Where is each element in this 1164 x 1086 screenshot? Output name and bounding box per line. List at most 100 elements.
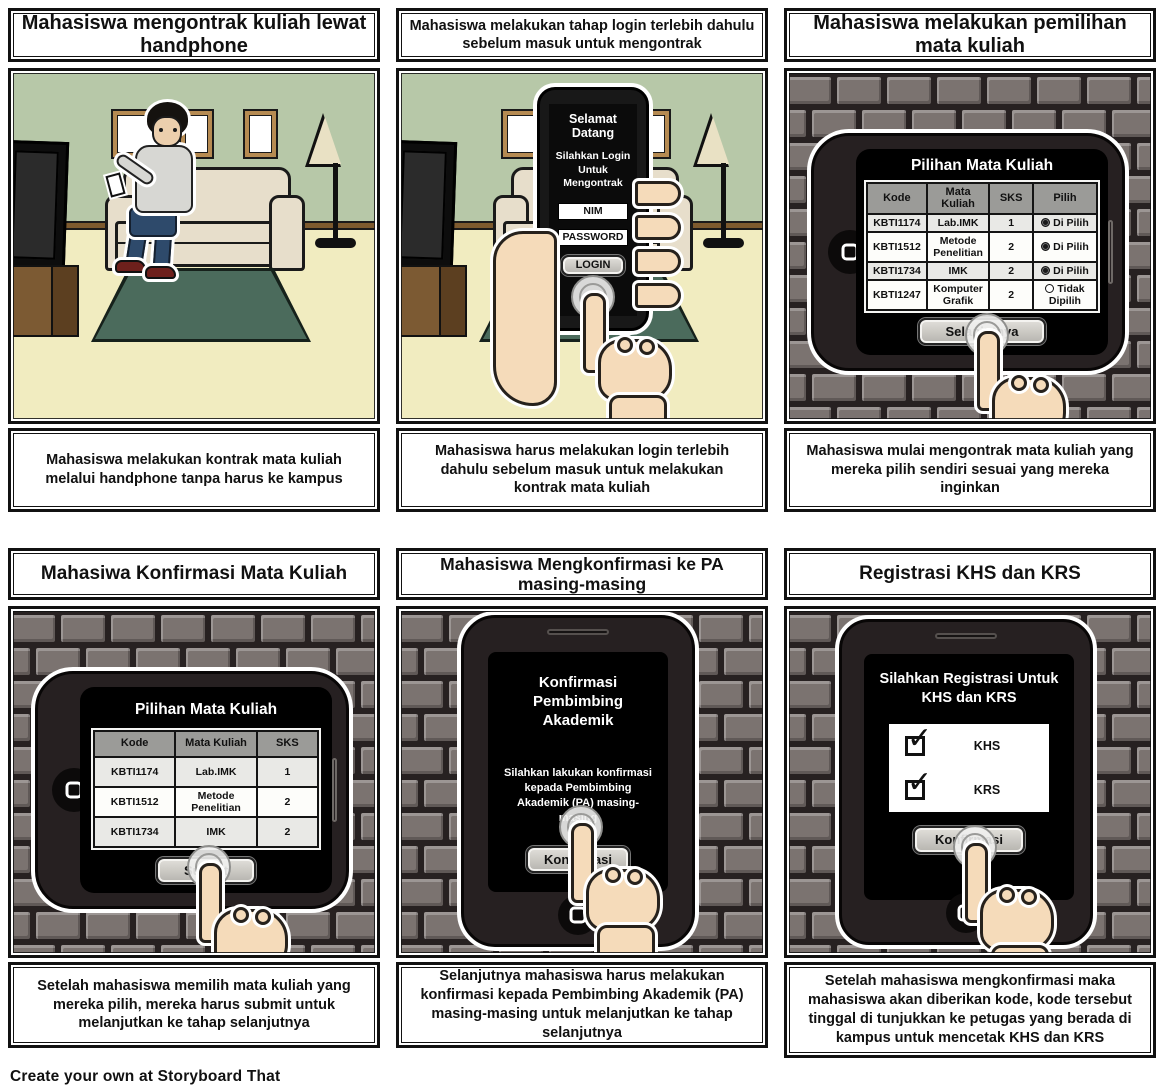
volume-slot	[1108, 220, 1113, 284]
pointing-hand	[553, 823, 673, 955]
table-row: KBTI1512 Metode Penelitian 2 Di Pilih	[866, 230, 1099, 264]
password-field[interactable]: PASSWORD	[557, 228, 629, 246]
panel-6-description: Setelah mahasiswa mengkonfirmasi maka ma…	[784, 962, 1156, 1058]
holding-hand-fingers	[399, 71, 765, 421]
panel-4-scene: Pilihan Mata Kuliah Kode Mata Kuliah SKS…	[8, 606, 380, 958]
tv	[11, 139, 70, 271]
panel-register-khs-krs: Registrasi KHS dan KRS Silahkan Registra…	[784, 548, 1156, 1058]
table-header-row: Kode Mata Kuliah SKS	[92, 729, 320, 758]
panel-1-title-text: Mahasiswa mengontrak kuliah lewat handph…	[21, 12, 367, 57]
lamp-pole	[333, 163, 338, 241]
panel-2-title-text: Mahasiswa melakukan tahap login terlebih…	[409, 17, 755, 52]
course-table: Kode Mata Kuliah SKS Pilih KBTI1174 Lab.…	[866, 181, 1099, 312]
area-rug	[95, 271, 307, 339]
radio-selected-icon[interactable]	[1041, 241, 1051, 251]
speaker-slot	[547, 629, 609, 635]
krs-label: KRS	[973, 782, 1001, 797]
panel-3-scene: Pilihan Mata Kuliah Kode Mata Kuliah SKS…	[784, 68, 1156, 424]
col-pilih: Pilih	[1031, 181, 1099, 215]
khs-row: KHS	[889, 724, 1049, 768]
storyboard-grid: Mahasiswa mengontrak kuliah lewat handph…	[8, 8, 1156, 1058]
col-kode: Kode	[866, 181, 928, 215]
login-instruction: Silahkan Login Untuk Mengontrak	[555, 150, 631, 190]
panel-1-scene	[8, 68, 380, 424]
panel-2-title: Mahasiswa melakukan tahap login terlebih…	[396, 8, 768, 62]
lamp-base	[703, 238, 744, 248]
panel-3-description: Mahasiswa mulai mengontrak mata kuliah y…	[784, 428, 1156, 512]
tv-stand	[11, 265, 79, 337]
panel-5-scene: Konfirmasi Pembimbing Akademik Silahkan …	[396, 606, 768, 958]
panel-1-description-text: Mahasiswa melakukan kontrak mata kuliah …	[45, 452, 343, 487]
panel-3-title: Mahasiswa melakukan pemilihan mata kulia…	[784, 8, 1156, 62]
volume-slot	[332, 758, 337, 822]
radio-selected-icon[interactable]	[1041, 217, 1051, 227]
picture-frame	[245, 111, 276, 157]
panel-contract-via-phone: Mahasiswa mengontrak kuliah lewat handph…	[8, 8, 380, 512]
col-sks: SKS	[988, 181, 1034, 215]
login-button[interactable]: LOGIN	[561, 254, 625, 276]
col-mata-kuliah: Mata Kuliah	[925, 181, 991, 215]
student-shoe	[115, 260, 146, 273]
table-header-row: Kode Mata Kuliah SKS Pilih	[866, 181, 1099, 215]
lamp-shade	[697, 117, 729, 164]
storyboard-credit: Create your own at Storyboard That	[10, 1068, 281, 1085]
screen-title: Konfirmasi Pembimbing Akademik	[532, 674, 623, 729]
panel-2-scene: Selamat Datang Silahkan Login Untuk Meng…	[396, 68, 768, 424]
krs-row: KRS	[889, 768, 1049, 812]
col-sks: SKS	[255, 729, 320, 758]
tv-stand	[399, 265, 467, 337]
table-row: KBTI1734 IMK 2	[92, 815, 320, 848]
home-button-icon	[569, 906, 587, 924]
panel-1-title: Mahasiswa mengontrak kuliah lewat handph…	[8, 8, 380, 62]
speaker-slot	[935, 633, 997, 639]
panel-2-description-text: Mahasiswa harus melakukan login terlebih…	[434, 442, 730, 497]
screen-title: Pilihan Mata Kuliah	[910, 157, 1054, 174]
panel-4-title: Mahasiwa Konfirmasi Mata Kuliah	[8, 548, 380, 600]
screen-title: Silahkan Registrasi Untuk KHS dan KRS	[879, 671, 1059, 706]
table-row: KBTI1174 Lab.IMK 1 Di Pilih	[866, 212, 1099, 233]
panel-6-title: Registrasi KHS dan KRS	[784, 548, 1156, 600]
table-row: KBTI1247 Komputer Grafik 2 Tidak Dipilih	[866, 279, 1099, 312]
pointing-hand	[947, 843, 1067, 955]
login-screen: Selamat Datang Silahkan Login Untuk Meng…	[549, 104, 637, 316]
radio-selected-icon[interactable]	[1041, 266, 1051, 276]
panel-confirm-pa: Mahasiswa Mengkonfirmasi ke PA masing-ma…	[396, 548, 768, 1058]
panel-6-scene: Silahkan Registrasi Untuk KHS dan KRS KH…	[784, 606, 1156, 958]
screen-title: Pilihan Mata Kuliah	[134, 701, 278, 718]
panel-1-description: Mahasiswa melakukan kontrak mata kuliah …	[8, 428, 380, 512]
panel-4-description: Setelah mahasiswa memilih mata kuliah ya…	[8, 962, 380, 1048]
panel-5-title: Mahasiswa Mengkonfirmasi ke PA masing-ma…	[396, 548, 768, 600]
panel-4-description-text: Setelah mahasiswa memilih mata kuliah ya…	[37, 977, 351, 1032]
khs-label: KHS	[973, 738, 1001, 753]
tablet: Pilihan Mata Kuliah Kode Mata Kuliah SKS…	[35, 671, 349, 909]
khs-checkbox-checked[interactable]	[905, 724, 932, 756]
panel-6-title-text: Registrasi KHS dan KRS	[859, 563, 1081, 585]
table-row: KBTI1174 Lab.IMK 1	[92, 755, 320, 788]
col-kode: Kode	[92, 729, 177, 758]
col-mata-kuliah: Mata Kuliah	[174, 729, 258, 758]
table-row: KBTI1734 IMK 2 Di Pilih	[866, 261, 1099, 282]
lamp-pole	[721, 163, 726, 241]
panel-2-description: Mahasiswa harus melakukan login terlebih…	[396, 428, 768, 512]
pointing-hand	[181, 863, 301, 955]
panel-5-description-text: Selanjutnya mahasiswa harus melakukan ko…	[420, 968, 744, 1041]
krs-checkbox-checked[interactable]	[905, 768, 932, 800]
student-shoe	[145, 266, 176, 279]
panel-5-description: Selanjutnya mahasiswa harus melakukan ko…	[396, 962, 768, 1048]
student-face	[152, 116, 182, 147]
panel-4-title-text: Mahasiwa Konfirmasi Mata Kuliah	[40, 563, 348, 585]
panel-login-first: Mahasiswa melakukan tahap login terlebih…	[396, 8, 768, 512]
radio-unselected-icon[interactable]	[1045, 284, 1055, 294]
holding-hand-palm	[493, 231, 557, 406]
lamp-shade	[309, 117, 341, 164]
pointing-hand	[565, 293, 685, 421]
table-row: KBTI1512 Metode Penelitian 2	[92, 785, 320, 818]
registration-screen: Silahkan Registrasi Untuk KHS dan KRS KH…	[864, 654, 1074, 900]
nim-field[interactable]: NIM	[557, 202, 629, 220]
lamp-base	[315, 238, 356, 248]
sofa-arm-right	[269, 195, 305, 271]
welcome-text: Selamat Datang	[569, 112, 617, 140]
panel-confirm-courses: Mahasiwa Konfirmasi Mata Kuliah Pilihan …	[8, 548, 380, 1058]
pointing-hand	[959, 331, 1079, 421]
